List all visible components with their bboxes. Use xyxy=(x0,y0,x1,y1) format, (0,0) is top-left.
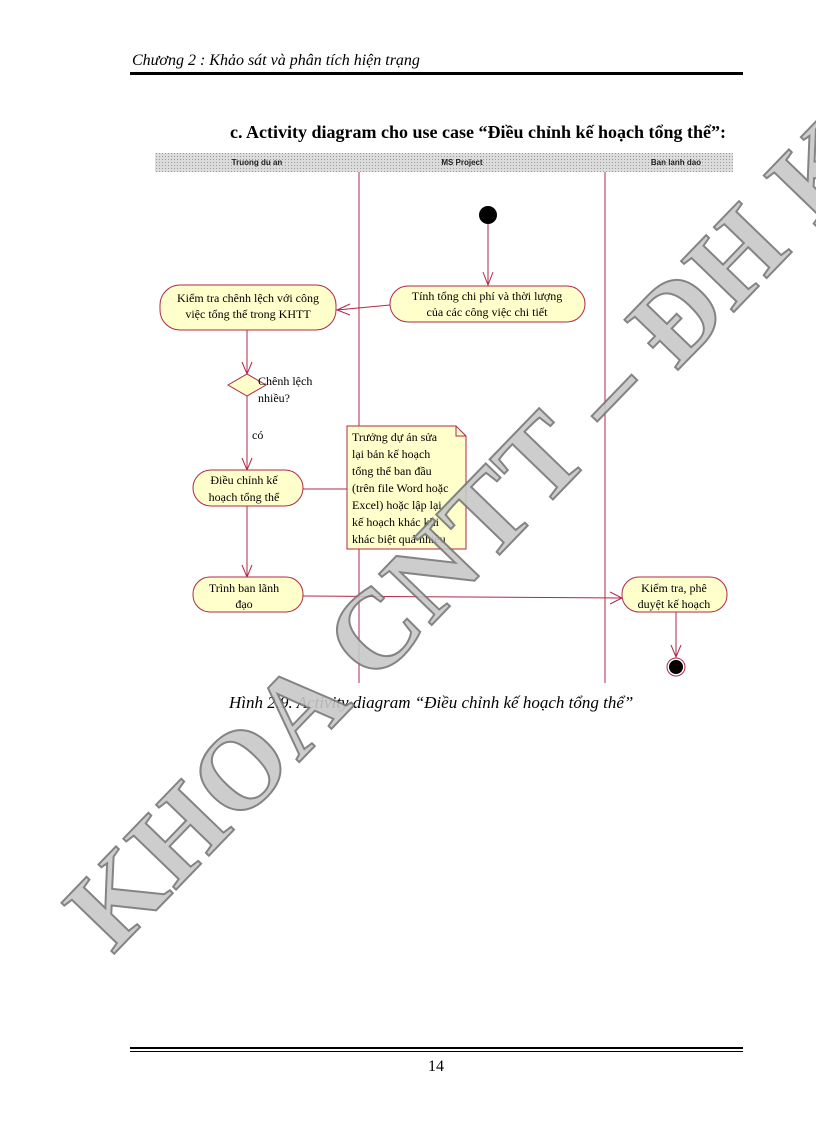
end-node xyxy=(666,657,686,677)
svg-text:lại bản kế hoạch: lại bản kế hoạch xyxy=(352,447,430,461)
lane-ban-lanh-dao: Ban lanh dao xyxy=(651,158,701,167)
svg-text:nhiều?: nhiều? xyxy=(258,391,290,405)
activity-tinh-tong: Tính tổng chi phí và thời lượng của các … xyxy=(389,285,586,323)
activity-dieu-chinh: Điều chỉnh kế hoạch tổng thể xyxy=(192,469,304,507)
figure-caption: Hình 2.9. Activity diagram “Điều chỉnh k… xyxy=(229,693,634,712)
svg-text:Kiểm tra, phê: Kiểm tra, phê xyxy=(641,581,707,595)
svg-text:Điều chỉnh kế: Điều chỉnh kế xyxy=(210,473,278,487)
footer-rule-thin xyxy=(130,1051,743,1052)
svg-text:duyệt kế hoạch: duyệt kế hoạch xyxy=(638,597,711,611)
swimlane-header xyxy=(155,153,733,172)
svg-text:(trên file Word hoặc: (trên file Word hoặc xyxy=(352,481,448,495)
activity-trinh-ban-lanh-dao: Trình ban lãnh đạo xyxy=(192,576,304,613)
svg-text:tổng thể ban đầu: tổng thể ban đầu xyxy=(352,464,432,478)
activity-phe-duyet: Kiểm tra, phê duyệt kế hoạch xyxy=(621,576,728,613)
lane-ms-project: MS Project xyxy=(441,158,483,167)
section-heading: c. Activity diagram cho use case “Điều c… xyxy=(230,122,726,142)
start-node xyxy=(479,206,497,224)
footer-rule xyxy=(130,1047,743,1049)
svg-text:Excel) hoặc lập lại: Excel) hoặc lập lại xyxy=(352,498,442,512)
chapter-header: Chương 2 : Khảo sát và phân tích hiện tr… xyxy=(132,52,420,69)
svg-text:việc tổng thể trong KHTT: việc tổng thể trong KHTT xyxy=(185,307,311,321)
svg-text:Tính tổng chi phí và thời lượn: Tính tổng chi phí và thời lượng xyxy=(412,289,563,303)
activity-kiem-tra-chenh-lech: Kiểm tra chênh lệch với công việc tổng t… xyxy=(159,284,337,331)
svg-text:Kiểm tra chênh lệch với công: Kiểm tra chênh lệch với công xyxy=(177,291,319,305)
svg-text:Chênh lệch: Chênh lệch xyxy=(258,374,312,388)
note: Trưởng dự án sửa lại bản kế hoạch tổng t… xyxy=(346,425,467,550)
svg-text:kế hoạch khác khi: kế hoạch khác khi xyxy=(352,515,440,529)
guard-label: có xyxy=(252,428,263,442)
svg-text:hoạch tổng thể: hoạch tổng thể xyxy=(209,490,280,504)
decision-node: Chênh lệch nhiều? xyxy=(227,373,312,405)
svg-text:Trình ban lãnh: Trình ban lãnh xyxy=(209,581,279,595)
svg-text:khác biệt quá nhiều: khác biệt quá nhiều xyxy=(352,532,446,546)
svg-text:đạo: đạo xyxy=(235,597,252,611)
svg-text:của các công việc chi tiết: của các công việc chi tiết xyxy=(427,305,549,319)
lane-truong-du-an: Truong du an xyxy=(232,158,283,167)
svg-text:Trưởng dự án sửa: Trưởng dự án sửa xyxy=(352,430,438,444)
page-number: 14 xyxy=(428,1058,444,1075)
header-rule xyxy=(130,72,743,75)
